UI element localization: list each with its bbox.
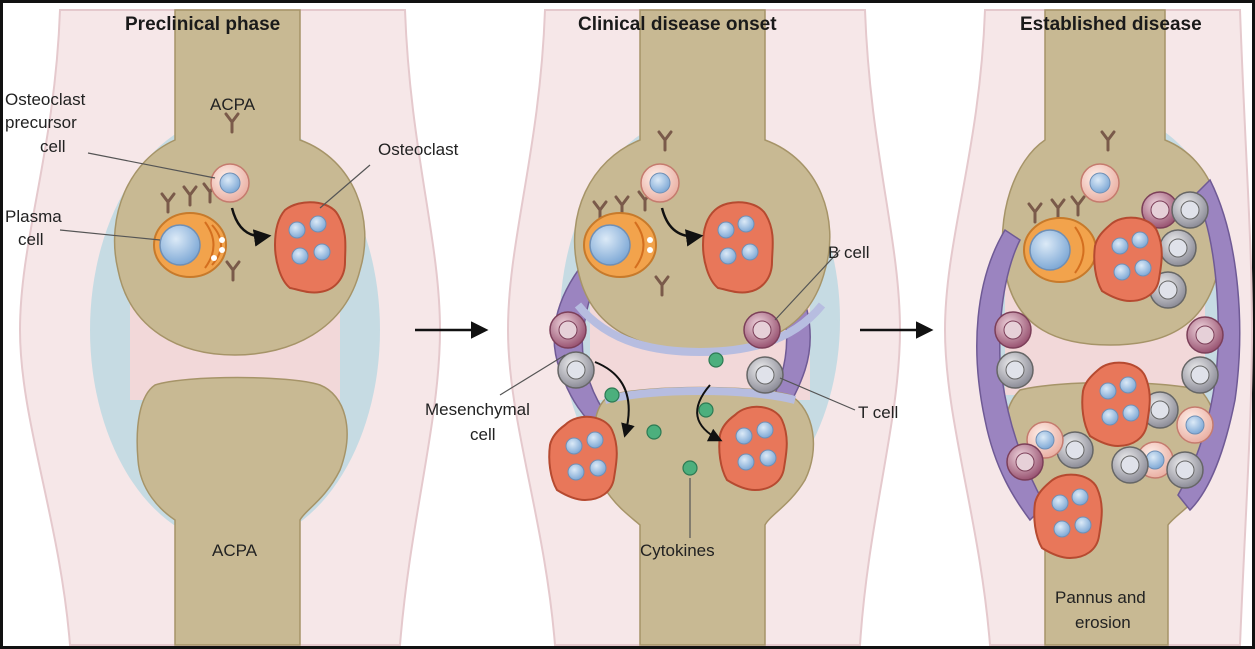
osteoclast-precursor-label: cell	[40, 137, 66, 156]
osteoclast-precursor-cell	[641, 164, 679, 202]
mesenchymal-cell-label: cell	[470, 425, 496, 444]
t-cell	[1167, 452, 1203, 488]
b-cell	[744, 312, 780, 348]
pannus-label: erosion	[1075, 613, 1131, 632]
t-cell-label: T cell	[858, 403, 898, 422]
t-cell	[747, 357, 783, 393]
cytokines-label: Cytokines	[640, 541, 715, 560]
plasma-cell	[1024, 218, 1096, 282]
mesenchymal-cell-label: Mesenchymal	[425, 400, 530, 419]
panel-preclinical: Preclinical phase ACPA Osteoclast precur…	[5, 10, 459, 645]
panel-clinical-onset: Clinical disease onset B cell T cell Mes…	[425, 10, 900, 645]
t-cell	[1112, 447, 1148, 483]
t-cell	[1182, 357, 1218, 393]
t-cell	[1172, 192, 1208, 228]
osteoclast-precursor-cell	[1081, 164, 1119, 202]
osteoclast-label: Osteoclast	[378, 140, 459, 159]
t-cell	[997, 352, 1033, 388]
plasma-cell	[584, 213, 656, 277]
panel-title: Established disease	[1020, 14, 1202, 35]
panel-title: Clinical disease onset	[578, 14, 777, 35]
plasma-cell-label: Plasma	[5, 207, 62, 226]
osteoclast-cell	[703, 202, 773, 292]
panel-title: Preclinical phase	[125, 14, 280, 35]
osteoclast-precursor-cell	[211, 164, 249, 202]
b-cell	[1187, 317, 1223, 353]
t-cell	[558, 352, 594, 388]
osteoclast-cell	[1034, 475, 1102, 558]
osteoclast-precursor-label: precursor	[5, 113, 77, 132]
plasma-cell	[154, 213, 226, 277]
osteoclast-cell	[1094, 218, 1162, 301]
t-cell	[1160, 230, 1196, 266]
plasma-cell-label: cell	[18, 230, 44, 249]
osteoclast-precursor-label: Osteoclast	[5, 90, 86, 109]
osteoclast-cell	[1082, 363, 1150, 446]
panel-established-disease: Established disease Pannus and erosion	[945, 10, 1252, 645]
b-cell	[550, 312, 586, 348]
precursor-cell	[1177, 407, 1213, 443]
acpa-label: ACPA	[210, 95, 256, 114]
osteoclast-cell	[275, 202, 345, 292]
osteoclast-cell	[549, 417, 617, 500]
osteoclast-cell	[719, 407, 787, 490]
acpa-label: ACPA	[212, 541, 258, 560]
b-cell-label: B cell	[828, 243, 870, 262]
b-cell	[1007, 444, 1043, 480]
b-cell	[995, 312, 1031, 348]
pannus-label: Pannus and	[1055, 588, 1146, 607]
